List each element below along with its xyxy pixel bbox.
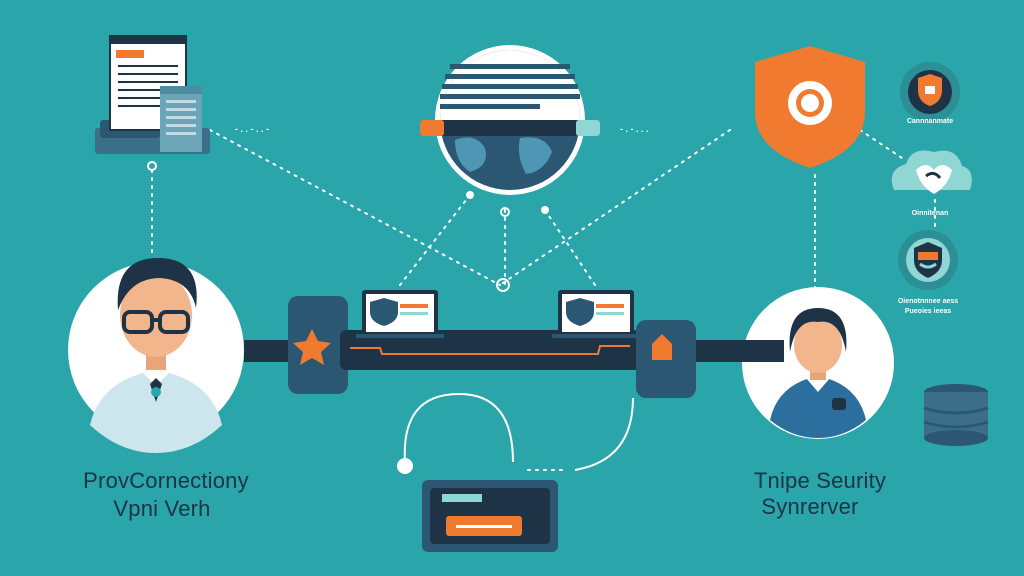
hub-node — [496, 278, 510, 292]
loop-node — [397, 458, 413, 474]
server-building-group — [95, 35, 210, 171]
flow-label-left: - . . - . . - — [235, 124, 269, 134]
tunnel-bar — [420, 120, 600, 136]
firmware-badge — [898, 230, 958, 290]
shield-icon — [755, 46, 865, 168]
laptop-right — [552, 290, 640, 338]
lock-icon — [652, 334, 672, 360]
vpn-tunnel — [244, 296, 784, 398]
support-avatar-icon — [742, 287, 894, 439]
monitor-badge — [900, 62, 960, 122]
monitor-icon-label: Cannnanmate — [906, 118, 954, 125]
connection-lines — [151, 129, 936, 291]
laptop-left — [356, 290, 444, 338]
protection-label-line2: Pueoies ieeas — [904, 308, 952, 315]
cloud-icon — [891, 150, 972, 194]
user-avatar-icon — [68, 258, 244, 453]
bottom-loop — [403, 392, 634, 471]
flow-label-right: - . - . . . — [620, 124, 649, 134]
protection-label-line1: Oienotnnnee aess — [897, 298, 959, 305]
client-label-line2: Vpni Verh — [113, 496, 211, 521]
building-icon — [160, 86, 202, 152]
server-label-line2: Synrerver — [761, 494, 859, 519]
database-icon — [923, 384, 989, 446]
client-label-line1: ProvCornectiony — [83, 468, 249, 493]
bottom-device — [422, 480, 558, 552]
firmware-label: Oinnitenan — [911, 210, 949, 217]
server-label-line1: Tnipe Seurity — [753, 468, 887, 493]
star-icon — [293, 329, 331, 365]
